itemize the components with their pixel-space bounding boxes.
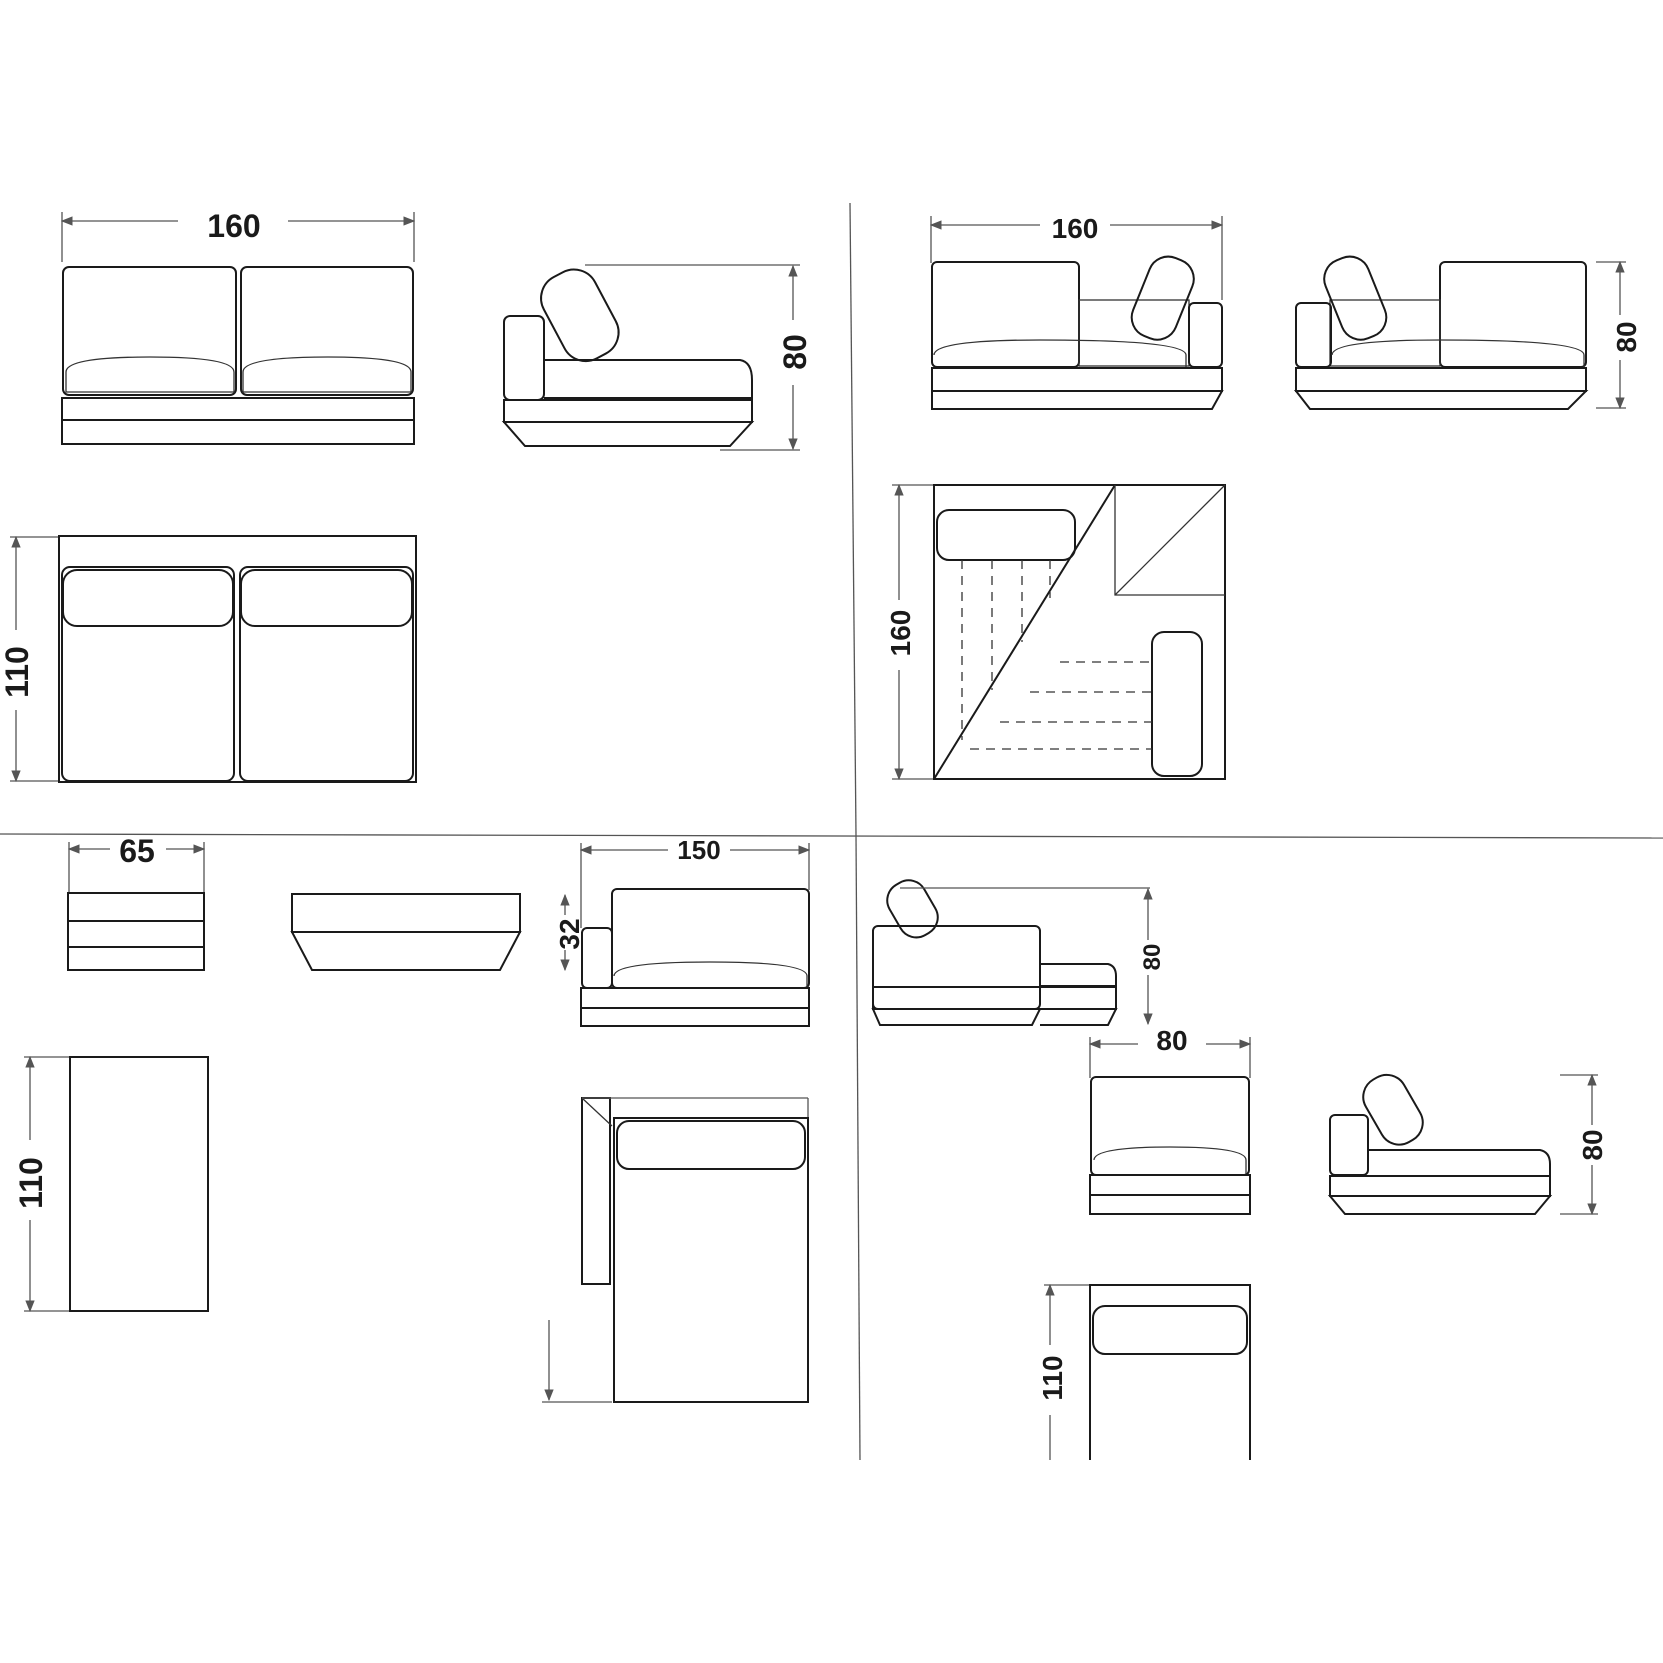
q2-plan-width-label: 160 bbox=[885, 610, 916, 657]
q2-side-view: 80 bbox=[1293, 255, 1642, 410]
q3-plan-depth-label: 110 bbox=[13, 1157, 49, 1209]
q2-front-view: 160 bbox=[929, 213, 1224, 410]
q3-ottoman-height-label: 32 bbox=[554, 918, 585, 949]
quadrant-dividers bbox=[0, 202, 1663, 1461]
q4-armless-front: 80 bbox=[1088, 1025, 1252, 1215]
q3-ottoman-plan: 110 bbox=[13, 1055, 209, 1313]
q2-width-label: 160 bbox=[1052, 213, 1099, 244]
q2-plan-view: 160 bbox=[885, 483, 1226, 781]
q1-width-label: 160 bbox=[207, 208, 260, 244]
q4-side2-view: 80 bbox=[1327, 1073, 1608, 1216]
q4-plan-depth-label: 110 bbox=[1037, 1355, 1068, 1400]
q1-side-view: 80 bbox=[501, 264, 813, 451]
q3-ottoman-side: 32 bbox=[290, 893, 585, 972]
q3-chaise-width-label: 150 bbox=[677, 835, 720, 865]
q1-front-view: 160 bbox=[60, 208, 416, 445]
q3-chaise-plan bbox=[542, 1097, 809, 1403]
q4-side2-height-label: 80 bbox=[1577, 1129, 1608, 1160]
q4-side-view: 80 bbox=[871, 879, 1166, 1026]
q4-plan-view: 110 bbox=[1037, 1283, 1251, 1460]
q4-side-height-label: 80 bbox=[1139, 944, 1166, 971]
q3-ottoman-width-label: 65 bbox=[119, 833, 155, 869]
q4-front-width-label: 80 bbox=[1156, 1025, 1187, 1056]
q1-depth-label: 110 bbox=[0, 646, 35, 698]
q3-chaise-front: 150 bbox=[579, 835, 811, 1027]
q2-height-label: 80 bbox=[1611, 321, 1642, 352]
q3-ottoman-front: 65 bbox=[67, 833, 206, 971]
q1-plan-view: 110 bbox=[0, 535, 417, 783]
q1-height-label: 80 bbox=[777, 334, 813, 370]
